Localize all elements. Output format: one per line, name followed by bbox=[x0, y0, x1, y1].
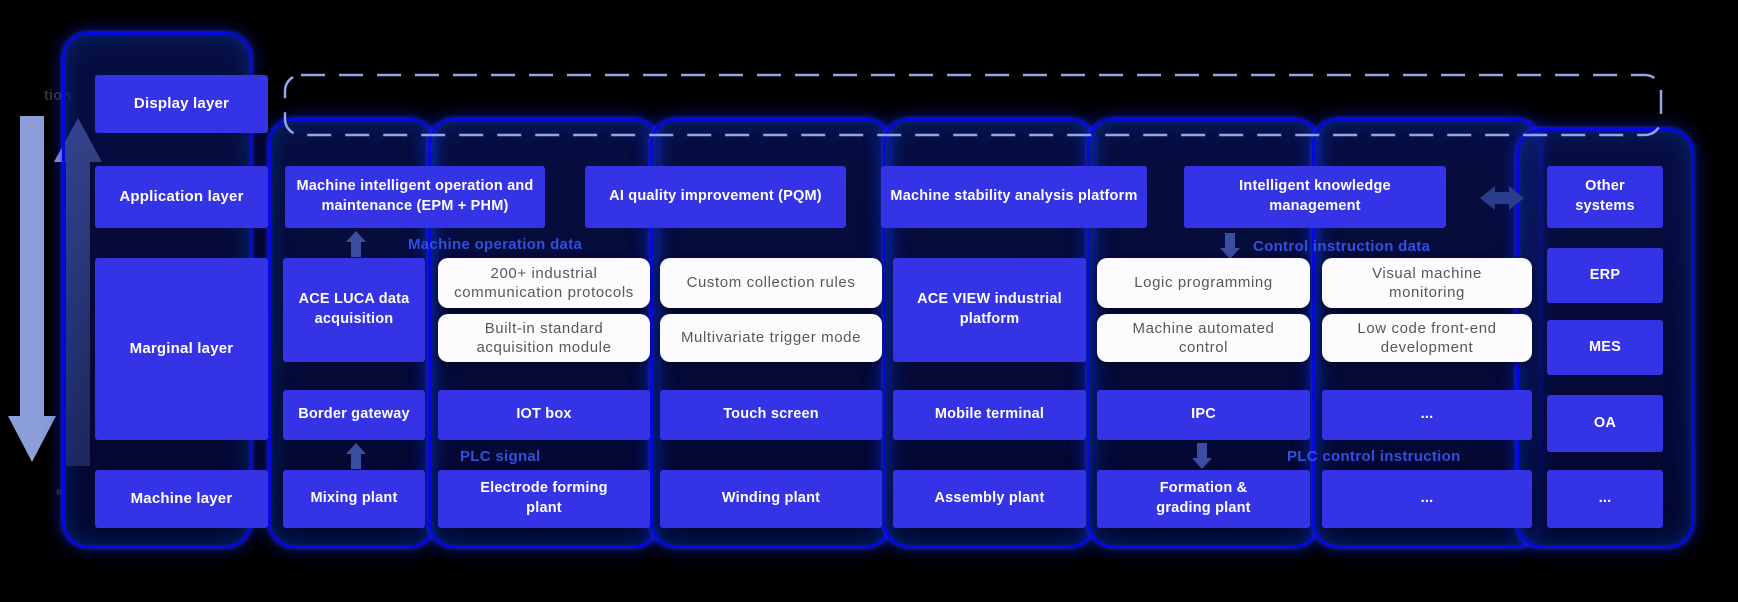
external-box-ellipsis: ... bbox=[1547, 470, 1663, 528]
layer-box-display: Display layer bbox=[95, 75, 268, 133]
layer-box-marginal: Marginal layer bbox=[95, 258, 268, 440]
white-box-logic-programming: Logic programming bbox=[1097, 258, 1310, 308]
up-arrow-icon bbox=[346, 443, 366, 469]
flow-label-plc-control-instruction: PLC control instruction bbox=[1287, 448, 1461, 465]
plant-box-ellipsis: ... bbox=[1322, 470, 1532, 528]
cutoff-label-fragment-bottom: e bbox=[56, 486, 63, 498]
app-box-ai-quality: AI quality improvement (PQM) bbox=[585, 166, 846, 228]
plant-box-winding: Winding plant bbox=[660, 470, 882, 528]
external-box-other-systems: Other systems bbox=[1547, 166, 1663, 228]
external-box-erp: ERP bbox=[1547, 248, 1663, 303]
white-box-protocols: 200+ industrial communication protocols bbox=[438, 258, 650, 308]
down-arrow-icon bbox=[1192, 443, 1212, 469]
app-box-epm-phm: Machine intelligent operation and mainte… bbox=[285, 166, 545, 228]
app-box-knowledge-mgmt: Intelligent knowledge management bbox=[1184, 166, 1446, 228]
device-box-iot-box: IOT box bbox=[438, 390, 650, 440]
bidirectional-arrow-icon bbox=[1480, 186, 1524, 210]
white-box-acquisition: Built-in standard acquisition module bbox=[438, 314, 650, 362]
up-arrow-icon bbox=[346, 231, 366, 257]
device-box-mobile-terminal: Mobile terminal bbox=[893, 390, 1086, 440]
device-box-touch-screen: Touch screen bbox=[660, 390, 882, 440]
device-box-ipc: IPC bbox=[1097, 390, 1310, 440]
app-box-stability-platform: Machine stability analysis platform bbox=[881, 166, 1147, 228]
plant-box-assembly: Assembly plant bbox=[893, 470, 1086, 528]
white-box-low-code: Low code front-end development bbox=[1322, 314, 1532, 362]
white-box-visual-monitoring: Visual machine monitoring bbox=[1322, 258, 1532, 308]
plant-box-electrode: Electrode forming plant bbox=[438, 470, 650, 528]
external-box-mes: MES bbox=[1547, 320, 1663, 375]
external-box-oa: OA bbox=[1547, 395, 1663, 452]
layer-box-application: Application layer bbox=[95, 166, 268, 228]
white-box-automated-control: Machine automated control bbox=[1097, 314, 1310, 362]
device-box-ellipsis: ... bbox=[1322, 390, 1532, 440]
flow-label-control-instruction-data: Control instruction data bbox=[1253, 238, 1431, 255]
flow-label-machine-operation-data: Machine operation data bbox=[408, 236, 583, 253]
device-box-border-gateway: Border gateway bbox=[283, 390, 425, 440]
down-arrow-shaft bbox=[20, 116, 44, 418]
down-arrow-icon bbox=[1220, 233, 1240, 259]
plant-box-mixing: Mixing plant bbox=[283, 470, 425, 528]
display-layer-dashed-outline bbox=[283, 73, 1663, 137]
plant-box-formation: Formation & grading plant bbox=[1097, 470, 1310, 528]
middle-box-ace-view: ACE VIEW industrial platform bbox=[893, 258, 1086, 362]
layer-box-machine: Machine layer bbox=[95, 470, 268, 528]
down-arrow-head bbox=[8, 416, 56, 462]
white-box-trigger-mode: Multivariate trigger mode bbox=[660, 314, 882, 362]
middle-box-ace-luca: ACE LUCA data acquisition bbox=[283, 258, 425, 362]
white-box-custom-rules: Custom collection rules bbox=[660, 258, 882, 308]
flow-label-plc-signal: PLC signal bbox=[460, 448, 541, 465]
